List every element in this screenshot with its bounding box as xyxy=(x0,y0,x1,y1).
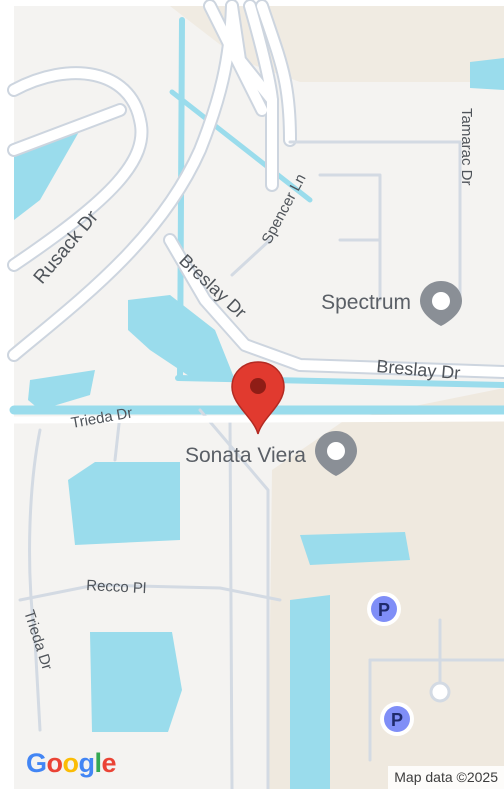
poi-marker-icon[interactable] xyxy=(420,281,462,326)
road-label-tamarac: Tamarac Dr xyxy=(458,108,475,186)
poi-sonata-viera[interactable]: Sonata Viera xyxy=(185,431,357,476)
road-label-recco: Recco Pl xyxy=(86,577,147,597)
poi-label-spectrum[interactable]: Spectrum xyxy=(321,291,411,314)
poi-label-sonata[interactable]: Sonata Viera xyxy=(185,444,306,467)
road-network xyxy=(7,0,504,789)
map-attribution[interactable]: Map data ©2025 xyxy=(388,766,504,789)
parking-marker-2[interactable]: P xyxy=(380,702,414,736)
parking-icon: P xyxy=(391,710,403,730)
cul-de-sac xyxy=(429,681,451,703)
google-logo: Google xyxy=(26,748,117,778)
location-pin-icon[interactable] xyxy=(231,361,285,435)
poi-spectrum[interactable]: Spectrum xyxy=(321,281,462,326)
water-bodies xyxy=(14,58,504,789)
poi-marker-icon[interactable] xyxy=(315,431,357,476)
parking-icon: P xyxy=(378,600,390,620)
parking-marker-1[interactable]: P xyxy=(367,592,401,626)
